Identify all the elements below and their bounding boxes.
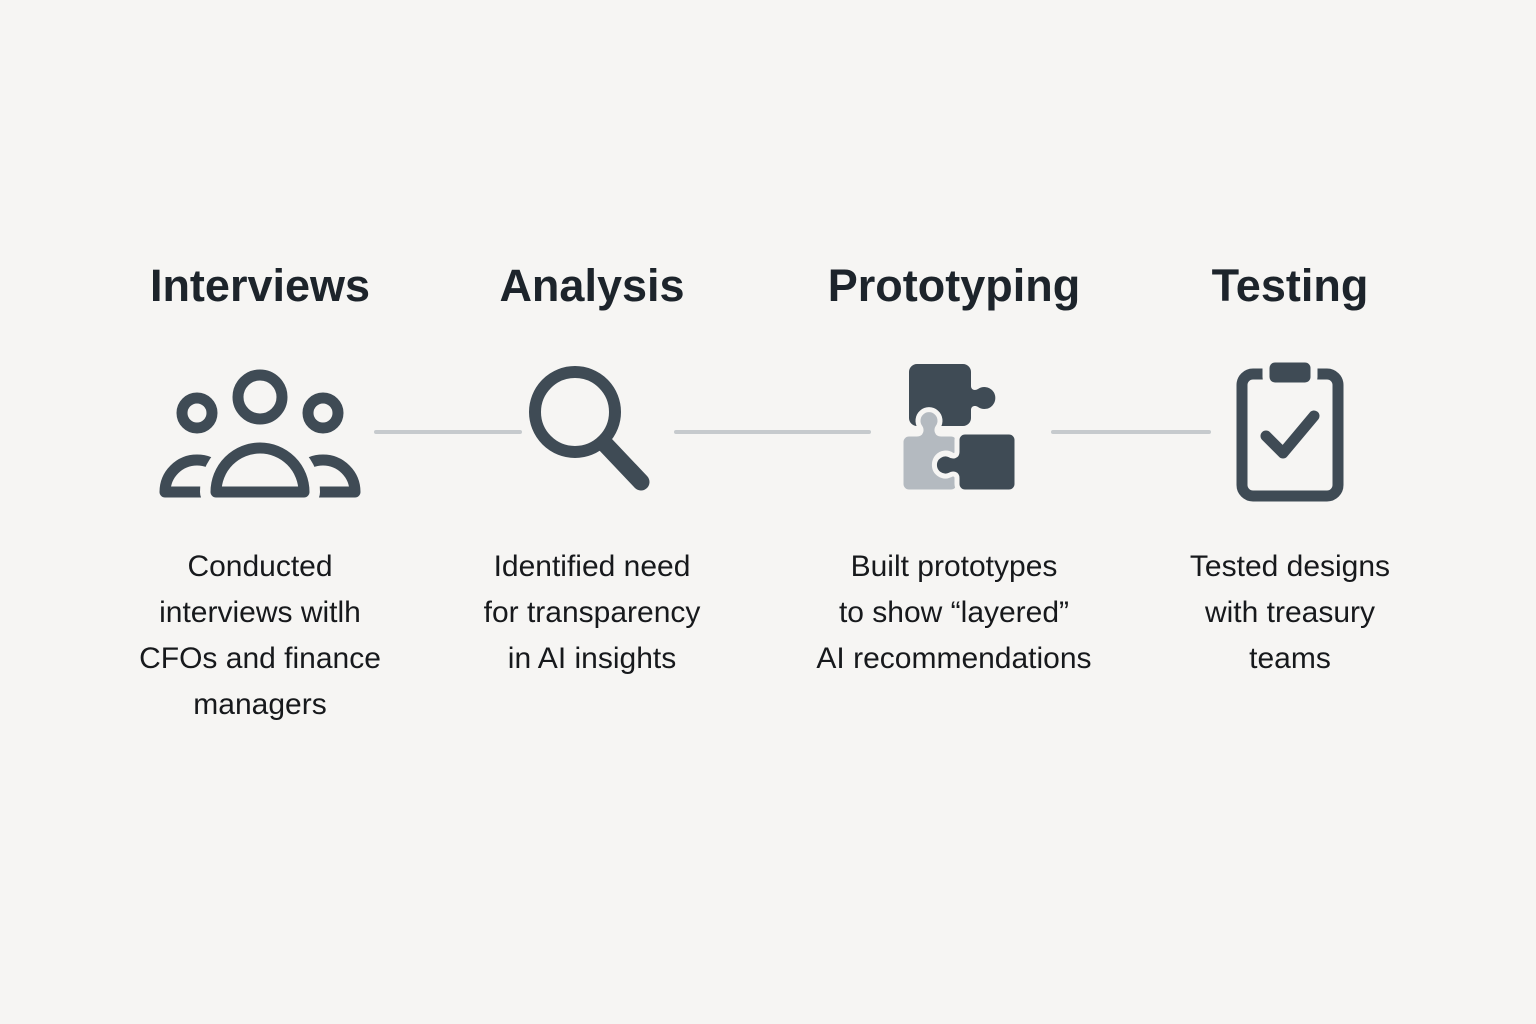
connector-line [374, 430, 522, 434]
clipboard-check-icon [1100, 355, 1480, 507]
step-interviews: Interviews Conducted interviews witlh CF… [70, 262, 450, 782]
magnifier-icon [402, 355, 782, 507]
step-title: Interviews [149, 260, 371, 311]
step-description: Tested designs with treasury teams [1189, 550, 1391, 675]
connector-line [1051, 430, 1211, 434]
step-testing: Testing Tested designs with treasury tea… [1100, 262, 1480, 782]
step-description: Built prototypes to show “layered” AI re… [816, 550, 1092, 675]
step-prototyping: Prototyping Built prototypes to show “la… [764, 262, 1144, 782]
step-description: Conducted interviews witlh CFOs and fina… [139, 550, 381, 721]
connector-line [674, 430, 871, 434]
step-title: Testing [1211, 260, 1369, 311]
people-group-icon [70, 355, 450, 507]
puzzle-pieces-icon [764, 355, 1144, 507]
step-analysis: Analysis Identified need for transparenc… [402, 262, 782, 782]
step-title: Analysis [499, 260, 685, 311]
step-title: Prototyping [827, 260, 1081, 311]
step-description: Identified need for transparency in AI i… [483, 550, 701, 675]
